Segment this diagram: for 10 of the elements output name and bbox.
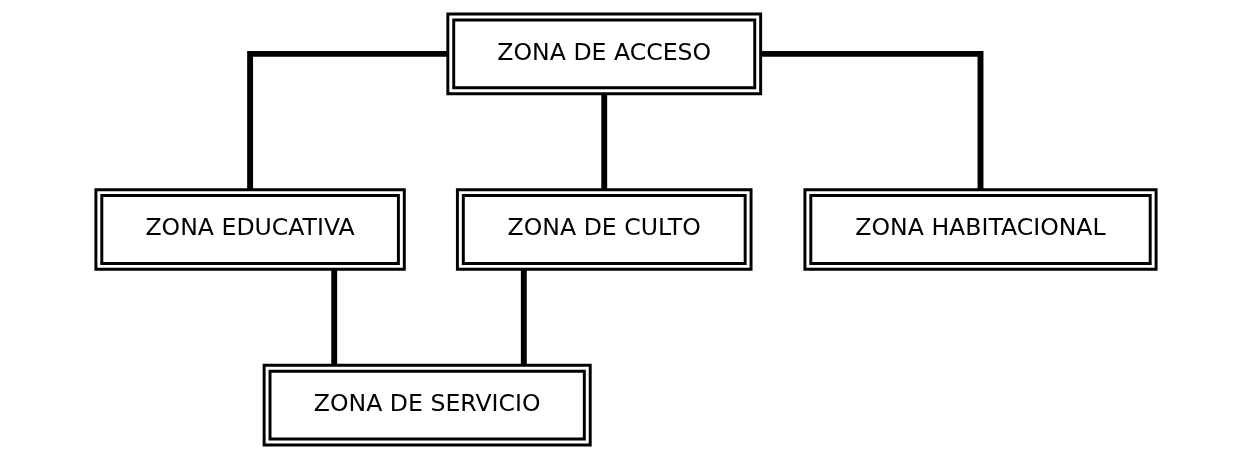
connector xyxy=(246,50,447,190)
node-box: ZONA HABITACIONAL xyxy=(802,188,1158,271)
connector xyxy=(520,269,527,365)
node-box: ZONA DE ACCESO xyxy=(445,12,762,96)
node-box: ZONA EDUCATIVA xyxy=(93,188,406,271)
connector xyxy=(330,269,337,365)
connector xyxy=(600,93,607,190)
node-box: ZONA DE SERVICIO xyxy=(262,363,592,447)
connector xyxy=(760,50,983,190)
node-box: ZONA DE CULTO xyxy=(455,188,753,271)
